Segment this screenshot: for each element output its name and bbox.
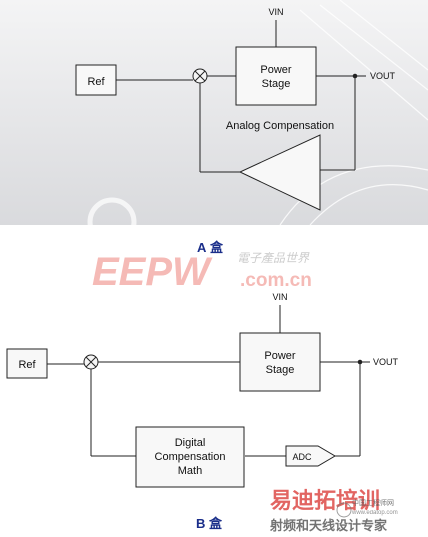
diagram-a-summing-junction [192,68,208,84]
eepw-cn-text: 電子產品世界 [237,251,310,265]
eepw-url-text: .com.cn [240,270,312,291]
diagram-a-vin-label: VIN [268,7,283,17]
diagram-b-power-stage-block [239,332,321,392]
diagram-a-power-stage-line1: Power [260,64,292,76]
diagram-a-analog-compensation-amplifier [238,134,321,211]
diagram-b-power-stage-line2: Stage [266,364,295,376]
diagram-b-ref-label: Ref [18,359,36,371]
diagram-b-adc-label: ADC [292,452,312,462]
diagram-a-compensation-label: Analog Compensation [226,120,334,132]
edatop-logo: 易迪拓培训 中国工程师网 www.edatop.com 射频和天线设计专家 [269,488,398,533]
edatop-brand-text: 易迪拓培训 [270,488,380,513]
diagram-b-caption-letter: B [196,516,205,531]
diagram-a-decor [87,0,428,247]
diagram-b-power-stage-line1: Power [264,350,296,362]
diagram-a-background [0,0,428,225]
diagram-b-digital-line2: Compensation [155,451,226,463]
eepw-logo-text: EEPW [92,250,213,294]
diagram-b-adc-block [285,445,336,467]
edatop-url-text: www.edatop.com [351,510,398,516]
diagram-a-power-stage-block [235,46,317,106]
diagram-b-vin-label: VIN [272,292,287,302]
diagram-a-caption-letter: A [197,240,207,255]
diagram-b-ref-block [6,348,48,379]
diagram-a-power-stage-line2: Stage [262,78,291,90]
diagram-b-vout-label: VOUT [373,357,399,367]
diagram-a-vout-label: VOUT [370,71,396,81]
diagram-b-digital-line3: Math [178,465,202,477]
diagram-a-caption-box: 盒 [210,240,224,255]
diagram-a: Ref Power Stage VIN VOUT Analog Compensa… [0,0,428,247]
eepw-watermark: EEPW 電子產品世界 .com.cn [92,250,312,294]
diagram-b: Ref Power Stage VIN VOUT ADC D [6,292,399,488]
diagram-b-summing-junction [83,354,99,370]
edatop-globe-icon [336,502,352,518]
edatop-small-text: 中国工程师网 [352,498,394,507]
diagram-b-caption-box: 盒 [209,516,223,531]
diagram-a-ref-label: Ref [87,76,105,88]
diagram-b-digital-compensation-block [135,426,245,488]
diagram-b-digital-line1: Digital [175,437,206,449]
edatop-subtitle-text: 射频和天线设计专家 [269,518,388,533]
